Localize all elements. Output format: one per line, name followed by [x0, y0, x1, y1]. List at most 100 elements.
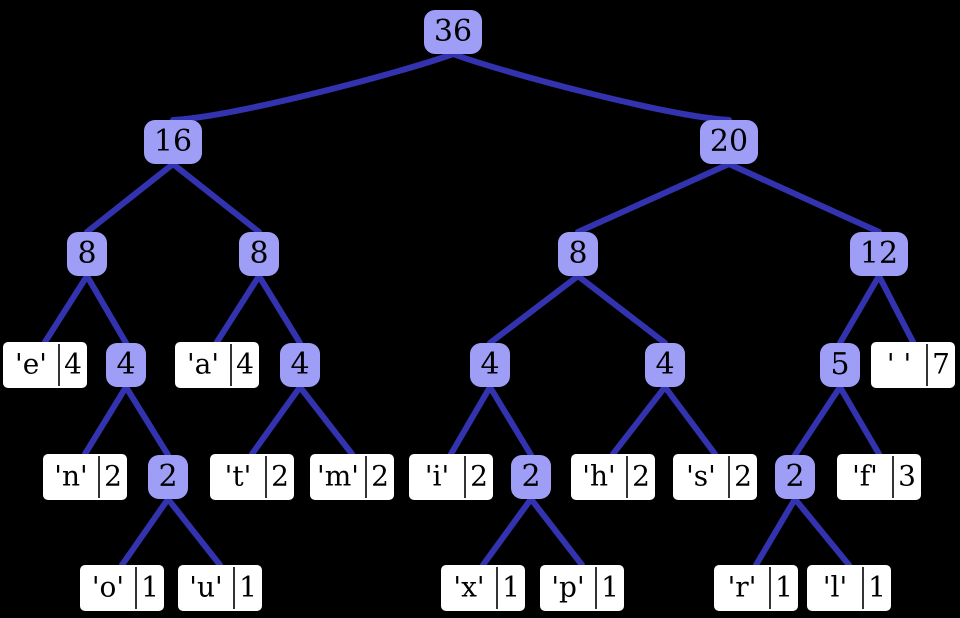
leaf-box	[409, 454, 493, 500]
internal-node[interactable]: 8	[558, 232, 598, 276]
internal-node-box	[106, 343, 146, 387]
leaf-box	[871, 342, 955, 388]
tree-edge	[753, 496, 798, 568]
internal-node-box	[67, 232, 107, 276]
leaf-frequency: 2	[734, 460, 752, 493]
internal-node[interactable]: 20	[700, 120, 758, 164]
internal-node-box	[645, 343, 685, 387]
leaf-node[interactable]: 'i' 2	[409, 454, 493, 500]
internal-node[interactable]: 2	[511, 455, 551, 499]
leaf-symbol: 'i'	[425, 460, 449, 493]
leaf-node[interactable]: ' '7	[871, 342, 955, 388]
leaf-frequency: 3	[898, 460, 916, 493]
leaf-box	[807, 565, 891, 611]
leaf-box	[3, 342, 87, 388]
leaf-frequency: 2	[371, 460, 389, 493]
internal-node-weight: 2	[785, 459, 804, 494]
leaf-node[interactable]: 'u'1	[178, 565, 262, 611]
internal-node-box	[280, 343, 320, 387]
leaf-symbol: 'x'	[453, 571, 484, 604]
leaf-box	[210, 454, 294, 500]
leaf-node[interactable]: 't'2	[210, 454, 294, 500]
internal-node[interactable]: 5	[820, 343, 860, 387]
tree-edge	[214, 273, 262, 345]
tree-edge	[837, 384, 882, 457]
internal-node-box	[424, 10, 482, 54]
tree-edge	[487, 273, 581, 346]
tree-edge	[82, 384, 129, 457]
leaf-node[interactable]: 'p'1	[540, 565, 624, 611]
leaf-box	[571, 454, 655, 500]
internal-node-box	[850, 232, 908, 276]
tree-edge	[487, 384, 534, 458]
internal-node[interactable]: 16	[144, 120, 202, 164]
tree-edge	[123, 384, 171, 458]
internal-node-weight: 5	[830, 347, 849, 382]
leaf-node[interactable]: 'n'2	[43, 454, 127, 500]
leaf-node[interactable]: 'l'1	[807, 565, 891, 611]
internal-node-weight: 16	[154, 124, 192, 159]
leaf-box	[80, 565, 164, 611]
leaf-node[interactable]: 'h'2	[571, 454, 655, 500]
leaf-node[interactable]: 's'2	[673, 454, 757, 500]
leaf-node[interactable]: 'r' 1	[714, 565, 798, 611]
internal-node[interactable]: 36	[424, 10, 482, 54]
leaf-symbol: 'p'	[551, 571, 584, 604]
leaf-frequency: 4	[64, 348, 82, 381]
internal-node[interactable]: 4	[280, 343, 320, 387]
leaf-symbol: 'a'	[187, 348, 219, 381]
internal-node[interactable]: 12	[850, 232, 908, 276]
internal-node-weight: 4	[116, 347, 135, 382]
internal-node[interactable]: 8	[239, 232, 279, 276]
leaf-node[interactable]: 'a'4	[175, 342, 259, 388]
leaf-node[interactable]: 'm'2	[310, 454, 394, 500]
tree-edge	[448, 384, 493, 457]
leaf-symbol: 'l'	[823, 571, 847, 604]
tree-edge	[726, 161, 882, 235]
leaf-node[interactable]: 'f'3	[837, 454, 921, 500]
tree-edge	[297, 384, 355, 457]
tree-edge	[575, 161, 732, 235]
leaf-node[interactable]: 'e'4	[3, 342, 87, 388]
internal-node-box	[470, 343, 510, 387]
leaf-symbol: 't'	[225, 460, 252, 493]
tree-edge	[119, 496, 171, 568]
leaf-box	[714, 565, 798, 611]
leaf-node[interactable]: 'x'1	[441, 565, 525, 611]
leaf-symbol: 'u'	[189, 571, 222, 604]
leaf-node[interactable]: 'o'1	[80, 565, 164, 611]
leaf-box	[178, 565, 262, 611]
leaf-symbol: 'n'	[54, 460, 87, 493]
tree-edge	[256, 273, 303, 346]
leaf-frequency: 1	[775, 571, 793, 604]
internal-node-weight: 36	[434, 14, 472, 49]
tree-edge	[662, 384, 718, 457]
internal-node[interactable]: 2	[775, 455, 815, 499]
internal-node-weight: 12	[860, 236, 898, 271]
internal-node[interactable]: 4	[106, 343, 146, 387]
leaf-box	[540, 565, 624, 611]
leaf-frequency: 2	[470, 460, 488, 493]
internal-node-weight: 2	[158, 459, 177, 494]
internal-node-weight: 8	[77, 236, 96, 271]
tree-edge	[249, 384, 303, 457]
leaf-symbol: 'r'	[728, 571, 757, 604]
internal-node[interactable]: 4	[470, 343, 510, 387]
internal-node-weight: 4	[480, 347, 499, 382]
internal-node-weight: 4	[655, 347, 674, 382]
tree-edge	[876, 273, 916, 345]
internal-node[interactable]: 4	[645, 343, 685, 387]
internal-node[interactable]: 8	[67, 232, 107, 276]
tree-edge	[450, 51, 732, 123]
internal-node-weight: 4	[290, 347, 309, 382]
tree-edge	[610, 384, 668, 457]
leaf-box	[441, 565, 525, 611]
internal-node-box	[558, 232, 598, 276]
internal-node[interactable]: 2	[148, 455, 188, 499]
internal-node-box	[511, 455, 551, 499]
edges-layer	[42, 51, 916, 568]
tree-edge	[837, 273, 882, 346]
